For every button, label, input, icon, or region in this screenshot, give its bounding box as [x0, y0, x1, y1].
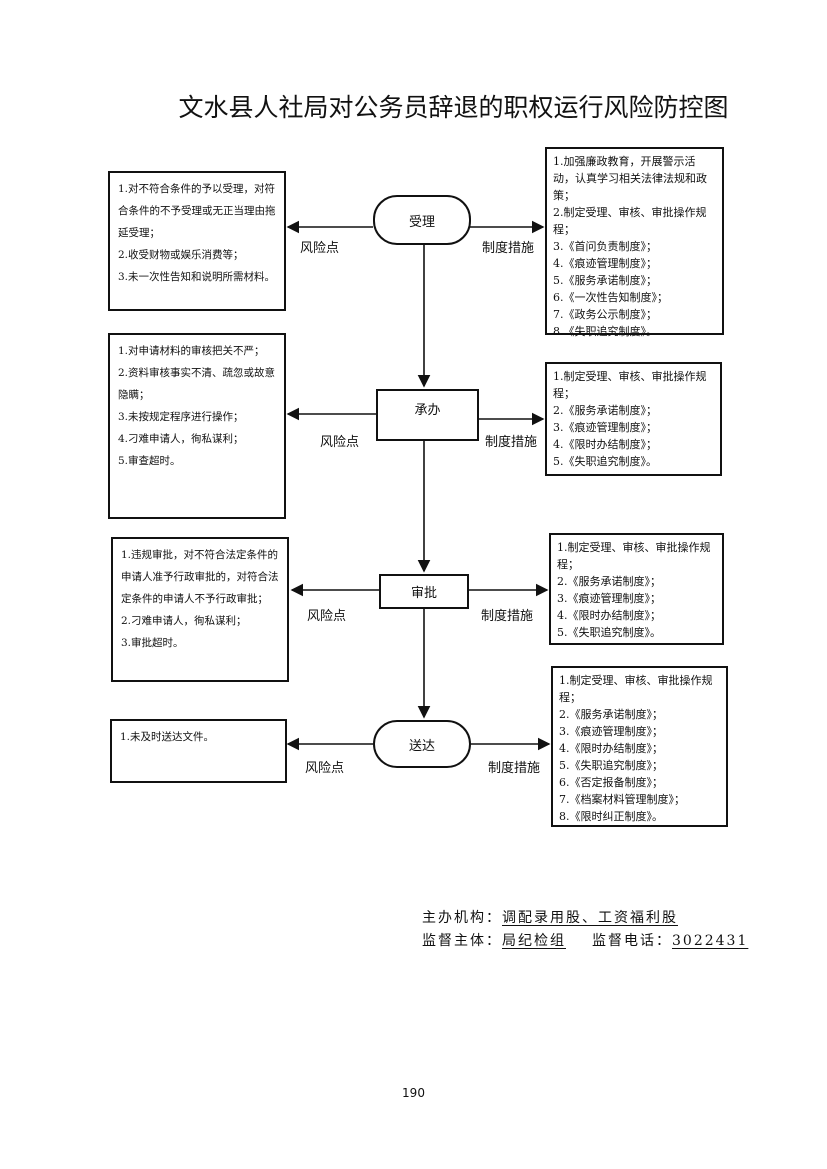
measure-item: 3.《痕迹管理制度》； — [553, 421, 657, 434]
host-org-value: 调配录用股、工资福利股 — [502, 910, 678, 926]
risk-item: 4.刁难申请人，徇私谋利； — [118, 433, 244, 445]
risk-item: 1.对不符合条件的予以受理，对符合条件的不予受理或无正当理由拖延受理； — [118, 183, 276, 239]
risk-box-3: 1.违规审批，对不符合法定条件的申请人准予行政审批的，对符合法定条件的申请人不予… — [111, 537, 289, 682]
measure-box-4: 1.制定受理、审核、审批操作规程； 2.《服务承诺制度》； 3.《痕迹管理制度》… — [551, 666, 728, 827]
measure-item: 7.《档案材料管理制度》； — [559, 793, 685, 806]
measure-label-4: 制度措施 — [488, 761, 541, 776]
measure-item: 4.《限时办结制度》； — [559, 742, 663, 755]
measure-item: 5.《失职追究制度》。 — [553, 455, 657, 468]
measure-item: 4.《限时办结制度》； — [557, 609, 661, 622]
page-number: 190 — [402, 1086, 425, 1100]
measure-item: 1.制定受理、审核、审批操作规程； — [559, 674, 713, 704]
risk-item: 2.刁难申请人，徇私谋利； — [121, 615, 247, 627]
host-org-label: 主办机构： — [422, 910, 502, 926]
measure-item: 7.《政务公示制度》； — [553, 308, 657, 321]
step-node-1: 受理 — [373, 195, 471, 245]
measure-item: 2.《服务承诺制度》； — [557, 575, 661, 588]
measure-item: 3.《痕迹管理制度》； — [559, 725, 663, 738]
measure-item: 4.《痕迹管理制度》； — [553, 257, 657, 270]
risk-item: 2.资料审核事实不清、疏忽或故意隐瞒； — [118, 367, 276, 401]
supervisor-line: 监督主体：局纪检组 监督电话：3022431 — [422, 930, 749, 950]
measure-item: 6.《否定报备制度》； — [559, 776, 663, 789]
risk-box-4: 1.未及时送达文件。 — [110, 719, 287, 783]
measure-item: 5.《失职追究制度》。 — [557, 626, 661, 639]
risk-box-1: 1.对不符合条件的予以受理，对符合条件的不予受理或无正当理由拖延受理； 2.收受… — [108, 171, 286, 311]
measure-item: 6.《一次性告知制度》； — [553, 291, 668, 304]
measure-item: 8.《限时纠正制度》。 — [559, 810, 663, 823]
risk-item: 2.收受财物或娱乐消费等； — [118, 249, 244, 261]
measure-box-3: 1.制定受理、审核、审批操作规程； 2.《服务承诺制度》； 3.《痕迹管理制度》… — [549, 533, 724, 645]
risk-label-3: 风险点 — [307, 609, 347, 624]
measure-item: 3.《痕迹管理制度》； — [557, 592, 661, 605]
measure-label-3: 制度措施 — [481, 609, 534, 624]
risk-label-2: 风险点 — [320, 435, 360, 450]
measure-box-2: 1.制定受理、审核、审批操作规程； 2.《服务承诺制度》； 3.《痕迹管理制度》… — [545, 362, 722, 476]
measure-box-1: 1.加强廉政教育，开展警示活动，认真学习相关法律法规和政策； 2.制定受理、审核… — [545, 147, 724, 338]
risk-item: 3.审批超时。 — [121, 637, 184, 649]
risk-box-2: 1.对申请材料的审核把关不严； 2.资料审核事实不清、疏忽或故意隐瞒； 3.未按… — [108, 333, 286, 519]
supervisor-value: 局纪检组 — [502, 933, 566, 949]
risk-label-1: 风险点 — [300, 241, 340, 256]
risk-item: 5.审查超时。 — [118, 455, 181, 467]
risk-item: 3.未一次性告知和说明所需材料。 — [118, 271, 276, 283]
measure-item: 2.《服务承诺制度》； — [553, 404, 657, 417]
measure-item: 1.加强廉政教育，开展警示活动，认真学习相关法律法规和政策； — [553, 155, 707, 202]
measure-label-1: 制度措施 — [482, 241, 535, 256]
measure-item: 5.《失职追究制度》； — [559, 759, 663, 772]
measure-item: 2.制定受理、审核、审批操作规程； — [553, 206, 707, 236]
risk-item: 1.违规审批，对不符合法定条件的申请人准予行政审批的，对符合法定条件的申请人不予… — [121, 549, 279, 605]
page-title: 文水县人社局对公务员辞退的职权运行风险防控图 — [178, 93, 729, 122]
measure-item: 8.《失职追究制度》。 — [553, 325, 657, 338]
measure-label-2: 制度措施 — [485, 435, 538, 450]
step-node-3: 审批 — [379, 574, 469, 609]
risk-item: 1.未及时送达文件。 — [120, 731, 215, 743]
risk-item: 3.未按规定程序进行操作； — [118, 411, 244, 423]
supervisor-label: 监督主体： — [422, 933, 502, 949]
measure-item: 2.《服务承诺制度》； — [559, 708, 663, 721]
risk-label-4: 风险点 — [305, 761, 345, 776]
risk-item: 1.对申请材料的审核把关不严； — [118, 345, 265, 357]
phone-value: 3022431 — [672, 933, 749, 949]
step-node-2: 承办 — [376, 389, 479, 441]
host-org-line: 主办机构：调配录用股、工资福利股 — [422, 907, 734, 927]
step-node-4: 送达 — [373, 720, 471, 768]
measure-item: 4.《限时办结制度》； — [553, 438, 657, 451]
measure-item: 1.制定受理、审核、审批操作规程； — [553, 370, 707, 400]
measure-item: 5.《服务承诺制度》； — [553, 274, 657, 287]
measure-item: 3.《首问负责制度》； — [553, 240, 657, 253]
phone-label: 监督电话： — [592, 933, 672, 949]
measure-item: 1.制定受理、审核、审批操作规程； — [557, 541, 711, 571]
